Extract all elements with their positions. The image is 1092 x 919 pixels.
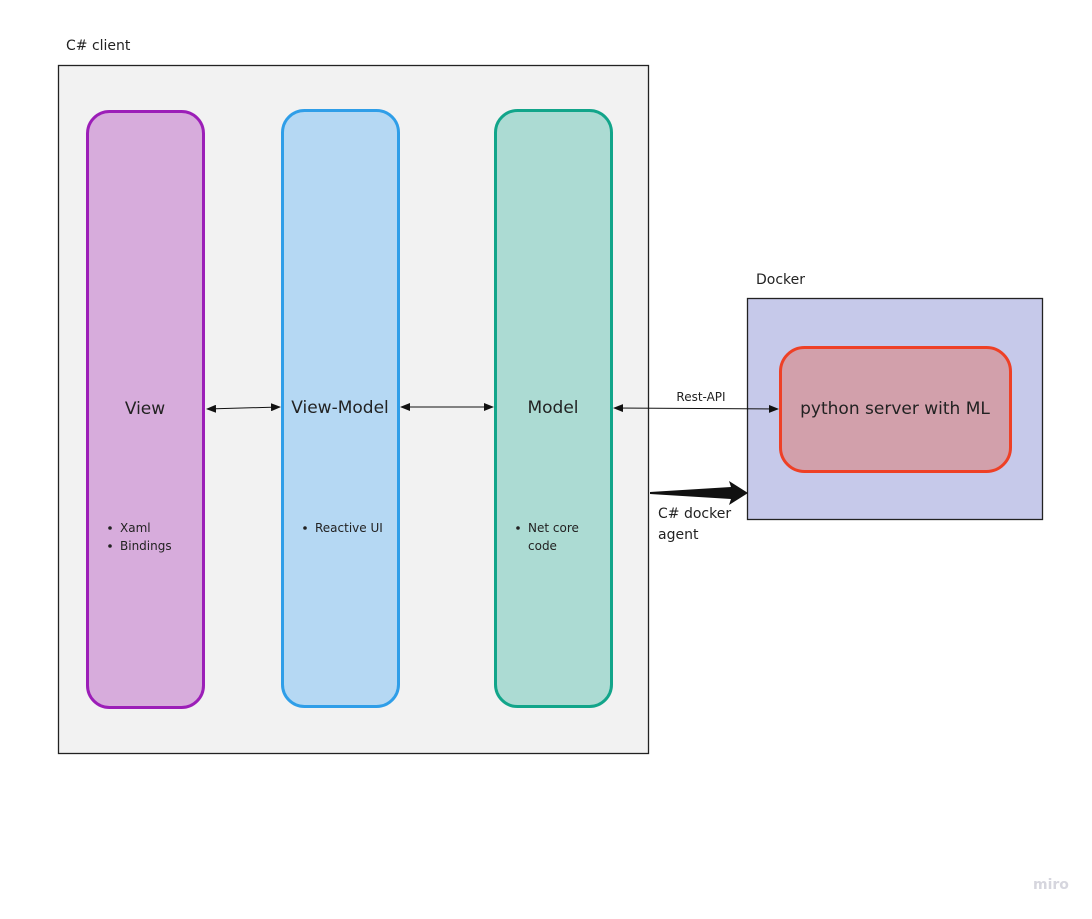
model-bullet: code — [528, 539, 557, 553]
client-title: C# client — [66, 38, 131, 54]
rest-api-arrow — [613, 404, 779, 413]
model-layer: Model Net core code — [494, 109, 613, 708]
python-server — [779, 346, 1012, 473]
agent-label-line1: C# docker — [658, 506, 731, 522]
viewmodel-bullet: Reactive UI — [315, 521, 383, 535]
view-title: View — [125, 399, 165, 419]
docker-agent-arrow — [650, 481, 748, 505]
view-bullet: Xaml — [120, 521, 151, 535]
view-layer: View Xaml Bindings — [86, 110, 205, 709]
view-bullet: Bindings — [120, 539, 172, 553]
docker-title: Docker — [756, 272, 805, 288]
python-server-title: python server with ML — [800, 399, 990, 419]
view-viewmodel-arrow — [206, 403, 281, 413]
viewmodel-title: View-Model — [291, 398, 389, 418]
model-bullet: Net core — [528, 521, 579, 535]
rest-api-label: Rest-API — [676, 390, 725, 404]
agent-label-line2: agent — [658, 527, 699, 543]
miro-watermark: miro — [1033, 877, 1069, 893]
viewmodel-layer: View-Model Reactive UI — [281, 109, 400, 708]
model-title: Model — [527, 398, 578, 418]
